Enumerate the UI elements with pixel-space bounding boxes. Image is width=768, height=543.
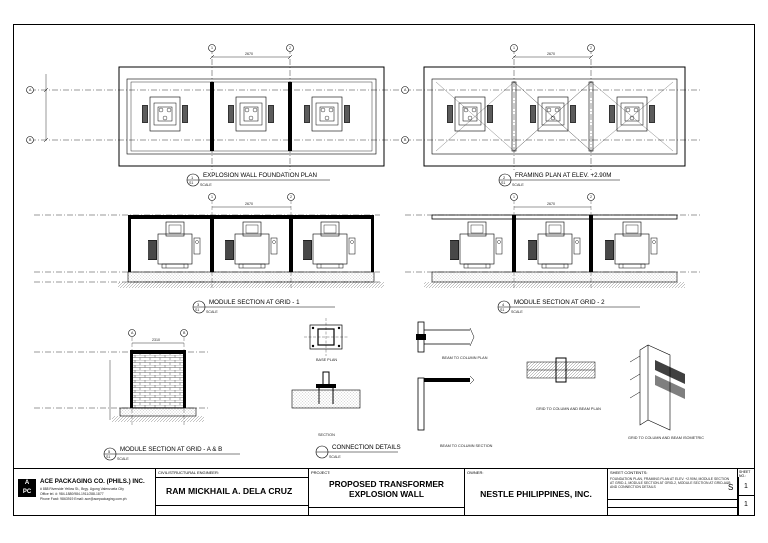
owner-name: NESTLE PHILIPPINES, INC. — [480, 489, 592, 499]
callout-number: 4 — [502, 302, 505, 307]
engineer-cell: CIVIL/STRUCTURAL ENGINEER: RAM MICKHAIL … — [156, 469, 309, 516]
callout-sheet-ref: S1 — [500, 308, 505, 312]
callout-sheet-ref: S1 — [189, 181, 194, 185]
connection-label: SECTION — [318, 433, 335, 437]
sheet-letter: S — [728, 483, 734, 492]
connection-details-view — [291, 318, 685, 431]
scale-note: SCALE — [117, 457, 129, 461]
drawing-sheet-border — [13, 24, 755, 516]
company-name: ACE PACKAGING CO. (PHILS.) INC. — [40, 478, 145, 485]
grid-marker-label: 1 — [211, 46, 213, 50]
grid-marker-label: 2 — [590, 195, 592, 199]
sheet-contents-text: FOUNDATION PLAN, FRAMING PLAN AT ELEV. +… — [610, 477, 731, 489]
framing-plan-view — [405, 48, 700, 170]
grid-marker-label: B — [29, 138, 32, 142]
owner-cell: OWNER: NESTLE PHILIPPINES, INC. — [465, 469, 608, 516]
grid-marker-label: 1 — [513, 195, 515, 199]
grid-marker-label: A — [404, 88, 407, 92]
connection-label: GRID TO COLUMN AND BEAM ISOMETRIC — [628, 436, 705, 440]
dimension-label: 2670 — [245, 202, 253, 206]
grid-marker-label: 2 — [289, 46, 291, 50]
grid-marker-label: B — [404, 138, 407, 142]
scale-note: SCALE — [206, 310, 218, 314]
grid-marker-label: B — [183, 331, 186, 335]
connection-details-title: CONNECTION DETAILS — [332, 444, 401, 451]
connection-label: BASE PLAN — [316, 358, 338, 362]
connection-label: BEAM TO COLUMN PLAN — [442, 356, 488, 360]
callout-number: 2 — [503, 175, 506, 180]
section-grid-ab-title: MODULE SECTION AT GRID - A & B — [120, 446, 223, 453]
foundation-plan-title: EXPLOSION WALL FOUNDATION PLAN — [203, 172, 317, 179]
grid-markers — [26, 44, 595, 337]
sheet-number-cell: SHEET NO.: — [738, 469, 754, 516]
sheet-number: 1 — [744, 483, 748, 490]
dimension-label: 2670 — [547, 202, 555, 206]
grid-marker-label: 2 — [290, 195, 292, 199]
company-fax: Phone Fax#: 9863919 Email: ace@acepackag… — [40, 497, 127, 501]
engineer-name: RAM MICKHAIL A. DELA CRUZ — [166, 486, 293, 496]
company-phone: Office tel. #: 984-1880/984-1911/288-187… — [40, 492, 104, 496]
section-grid-ab-view — [34, 337, 210, 425]
foundation-plan-view — [30, 48, 400, 170]
grid-marker-label: 1 — [513, 46, 515, 50]
callout-number: 3 — [197, 302, 200, 307]
section-grid-2-view — [405, 200, 700, 290]
connection-label: GRID TO COLUMN AND BEAM PLAN — [536, 407, 601, 411]
project-heading: PROJECT: — [311, 470, 331, 475]
scale-note: SCALE — [511, 310, 523, 314]
grid-marker-label: 1 — [211, 195, 213, 199]
callout-sheet-ref: S1 — [106, 455, 111, 459]
company-address: # 888 Riverside Yellow St., Brgy. Ugong … — [40, 487, 124, 491]
project-title-line2: EXPLOSION WALL — [349, 489, 424, 499]
dimension-label: 2310 — [152, 338, 160, 342]
connection-label: BEAM TO COLUMN SECTION — [440, 444, 493, 448]
section-grid-2-title: MODULE SECTION AT GRID - 2 — [514, 299, 605, 306]
sheet-number-heading: SHEET NO.: — [739, 470, 751, 478]
grid-marker-label: A — [131, 331, 134, 335]
framing-plan-title: FRAMING PLAN AT ELEV. +2.90M — [515, 172, 612, 179]
section-grid-1-title: MODULE SECTION AT GRID - 1 — [209, 299, 300, 306]
grid-marker-label: 2 — [590, 46, 592, 50]
sheet-total: 1 — [744, 501, 748, 508]
section-grid-1-view — [34, 200, 384, 290]
sheet-contents-cell: SHEET CONTENTS: FOUNDATION PLAN, FRAMING… — [608, 469, 738, 516]
project-cell: PROJECT: PROPOSED TRANSFORMER EXPLOSION … — [309, 469, 465, 516]
callout-number: 1 — [191, 175, 194, 180]
sheet-contents-heading: SHEET CONTENTS: — [610, 470, 648, 475]
dimension-label: 2670 — [245, 52, 253, 56]
dimension-label: 2670 — [547, 52, 555, 56]
callout-number: 5 — [108, 449, 111, 454]
callout-sheet-ref: S1 — [501, 181, 506, 185]
scale-note: SCALE — [329, 455, 341, 459]
grid-marker-label: A — [29, 88, 32, 92]
engineer-heading: CIVIL/STRUCTURAL ENGINEER: — [158, 470, 219, 475]
scale-note: SCALE — [512, 183, 524, 187]
project-title-line1: PROPOSED TRANSFORMER — [329, 479, 444, 489]
callout-sheet-ref: S1 — [195, 308, 200, 312]
owner-heading: OWNER: — [467, 470, 484, 475]
scale-note: SCALE — [200, 183, 212, 187]
